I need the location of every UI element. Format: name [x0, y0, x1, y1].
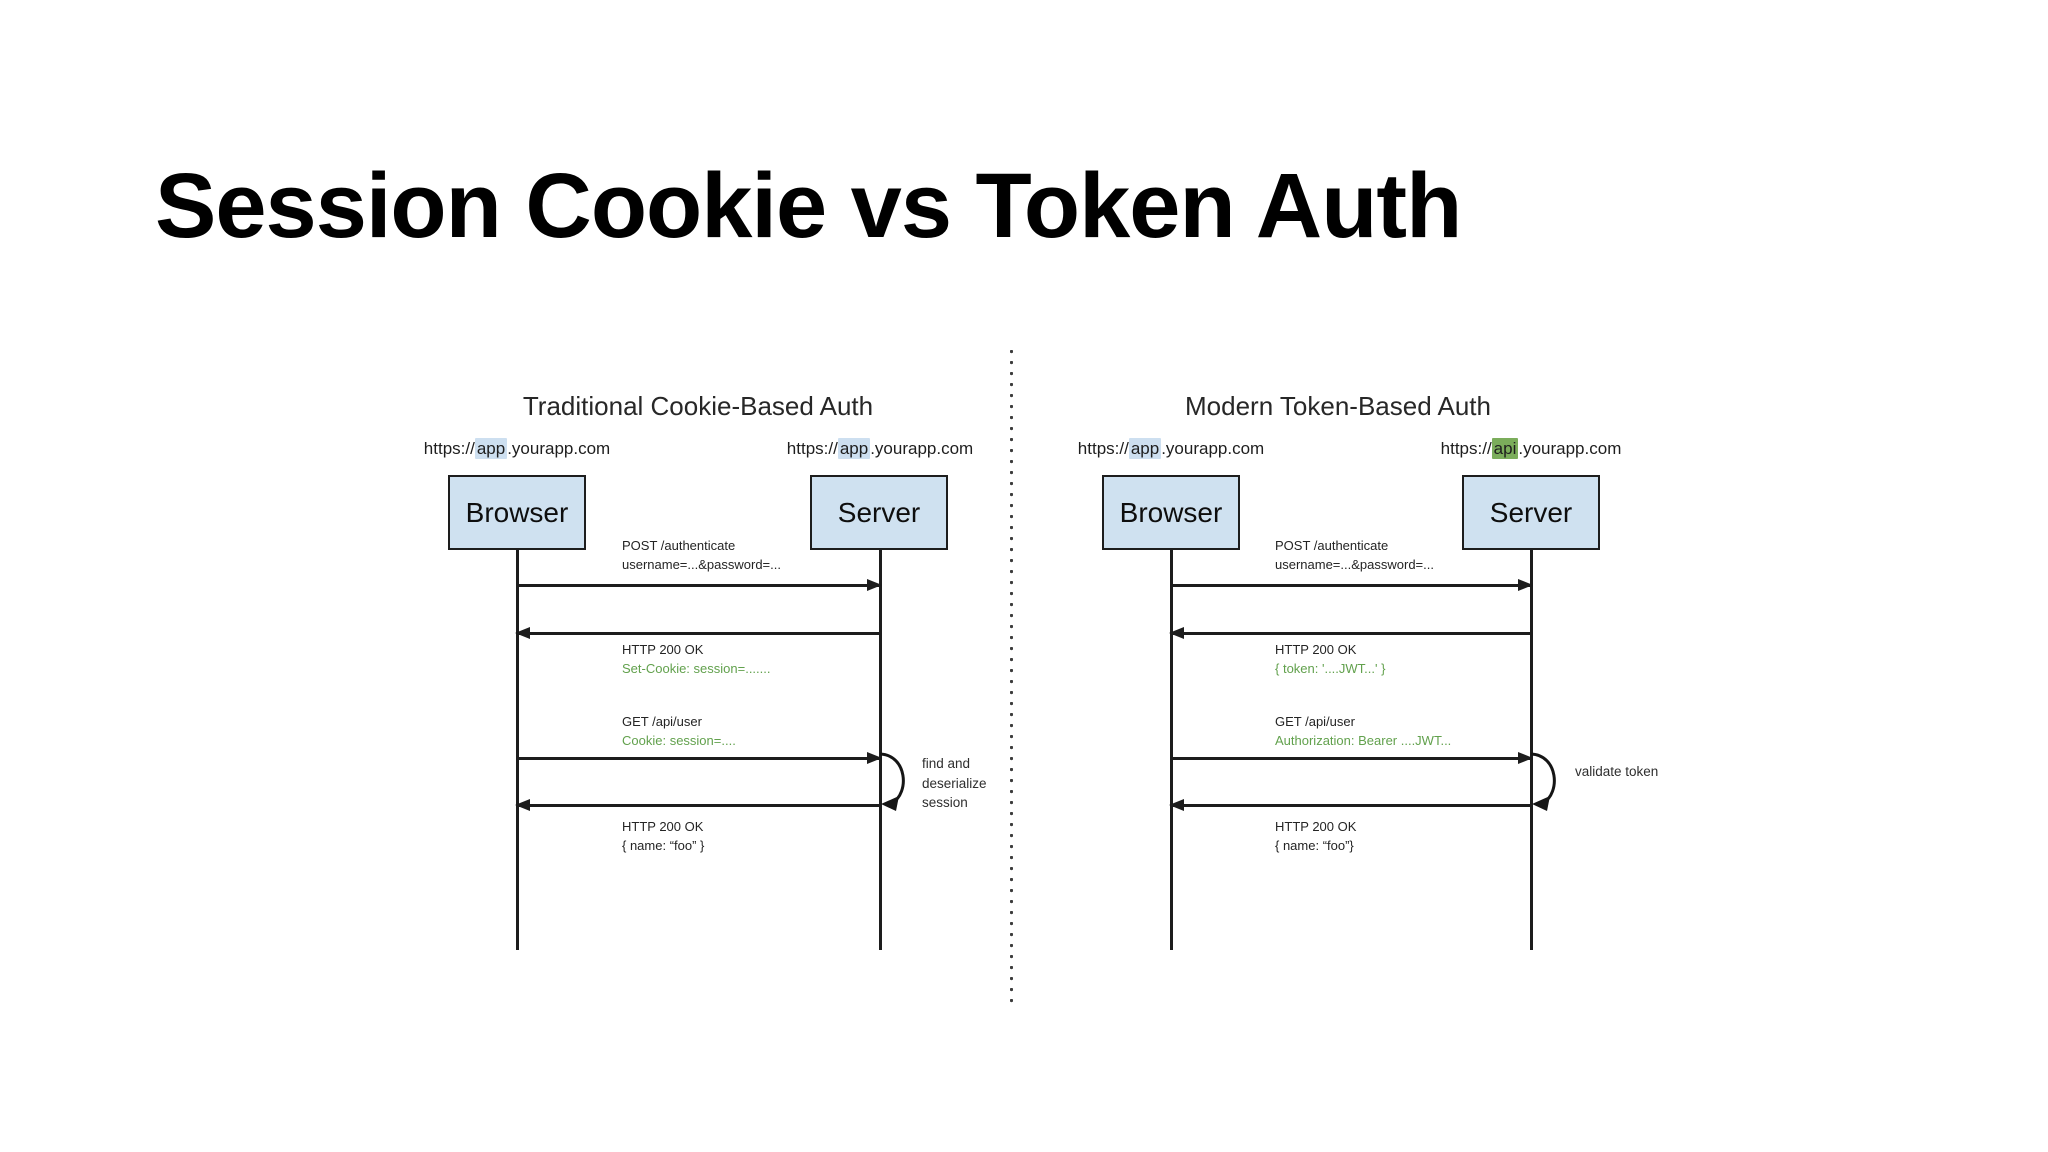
arrow-response-icon	[515, 800, 880, 811]
browser-box: Browser	[1102, 475, 1240, 550]
message-post-authenticate: POST /authenticate username=...&password…	[1275, 536, 1434, 574]
url-suffix: .yourapp.com	[870, 439, 974, 458]
message-line2: { token: '....JWT...' }	[1275, 661, 1386, 676]
url-highlight-api: api	[1491, 438, 1519, 459]
message-http200-name-foo: HTTP 200 OK { name: “foo” }	[622, 817, 704, 855]
message-line1: POST /authenticate	[1275, 538, 1389, 553]
server-url-label: https://app.yourapp.com	[730, 438, 1030, 459]
message-line1: HTTP 200 OK	[622, 642, 704, 657]
self-call-arc-icon	[1530, 752, 1556, 811]
server-lifeline	[1530, 550, 1533, 950]
message-line1: HTTP 200 OK	[622, 819, 704, 834]
message-line2: username=...&password=...	[1275, 557, 1434, 572]
url-prefix: https://	[1077, 439, 1129, 458]
url-suffix: .yourapp.com	[1161, 439, 1265, 458]
browser-label: Browser	[1119, 496, 1223, 528]
server-label: Server	[1489, 496, 1573, 528]
arrow-response-icon	[1169, 628, 1531, 639]
message-http200-name-foo: HTTP 200 OK { name: “foo”}	[1275, 817, 1356, 855]
browser-url-label: https://app.yourapp.com	[1021, 438, 1321, 459]
message-line2: Set-Cookie: session=.......	[622, 661, 771, 676]
message-get-api-user: GET /api/user Cookie: session=....	[622, 712, 736, 750]
slide-title: Session Cookie vs Token Auth	[155, 154, 1462, 257]
dotted-divider-line	[1010, 350, 1013, 1006]
message-line1: GET /api/user	[1275, 714, 1355, 729]
message-http200-setcookie: HTTP 200 OK Set-Cookie: session=.......	[622, 640, 770, 678]
note-deserialize-session: find and deserialize session	[922, 754, 987, 813]
url-prefix: https://	[786, 439, 838, 458]
arrow-request-icon	[1171, 580, 1533, 591]
url-suffix: .yourapp.com	[507, 439, 611, 458]
url-prefix: https://	[423, 439, 475, 458]
message-line2: username=...&password=...	[622, 557, 781, 572]
message-line1: GET /api/user	[622, 714, 702, 729]
arrow-request-icon	[517, 753, 882, 764]
diagram-title: Modern Token-Based Auth	[1185, 390, 1491, 421]
url-suffix: .yourapp.com	[1518, 439, 1622, 458]
note-line: deserialize	[922, 775, 987, 791]
message-line1: HTTP 200 OK	[1275, 819, 1357, 834]
server-box: Server	[1462, 475, 1600, 550]
browser-lifeline	[516, 550, 519, 950]
browser-url-label: https://app.yourapp.com	[367, 438, 667, 459]
server-lifeline	[879, 550, 882, 950]
arrow-request-icon	[517, 580, 882, 591]
message-post-authenticate: POST /authenticate username=...&password…	[622, 536, 781, 574]
note-validate-token: validate token	[1575, 762, 1658, 782]
message-line2: { name: “foo”}	[1275, 838, 1354, 853]
url-highlight-app: app	[474, 438, 508, 459]
arrow-response-icon	[515, 628, 880, 639]
message-line1: HTTP 200 OK	[1275, 642, 1357, 657]
url-highlight-app: app	[1128, 438, 1162, 459]
note-line: find and	[922, 756, 971, 771]
server-box: Server	[810, 475, 948, 550]
server-url-label: https://api.yourapp.com	[1381, 438, 1681, 459]
message-line1: POST /authenticate	[622, 538, 736, 553]
diagram-title: Traditional Cookie-Based Auth	[522, 390, 874, 421]
url-prefix: https://	[1440, 439, 1492, 458]
arrow-response-icon	[1169, 800, 1531, 811]
browser-lifeline	[1170, 550, 1173, 950]
browser-label: Browser	[465, 496, 569, 528]
note-line: validate token	[1575, 764, 1659, 779]
message-line2: Authorization: Bearer ....JWT...	[1275, 733, 1452, 748]
self-call-arc-icon	[879, 752, 905, 811]
arrow-request-icon	[1171, 753, 1533, 764]
note-line: session	[922, 795, 968, 810]
message-line2: { name: “foo” }	[622, 838, 705, 853]
message-line2: Cookie: session=....	[622, 733, 736, 748]
message-get-api-user: GET /api/user Authorization: Bearer ....…	[1275, 712, 1451, 750]
server-label: Server	[837, 496, 921, 528]
url-highlight-app: app	[837, 438, 871, 459]
message-http200-token: HTTP 200 OK { token: '....JWT...' }	[1275, 640, 1385, 678]
browser-box: Browser	[448, 475, 586, 550]
